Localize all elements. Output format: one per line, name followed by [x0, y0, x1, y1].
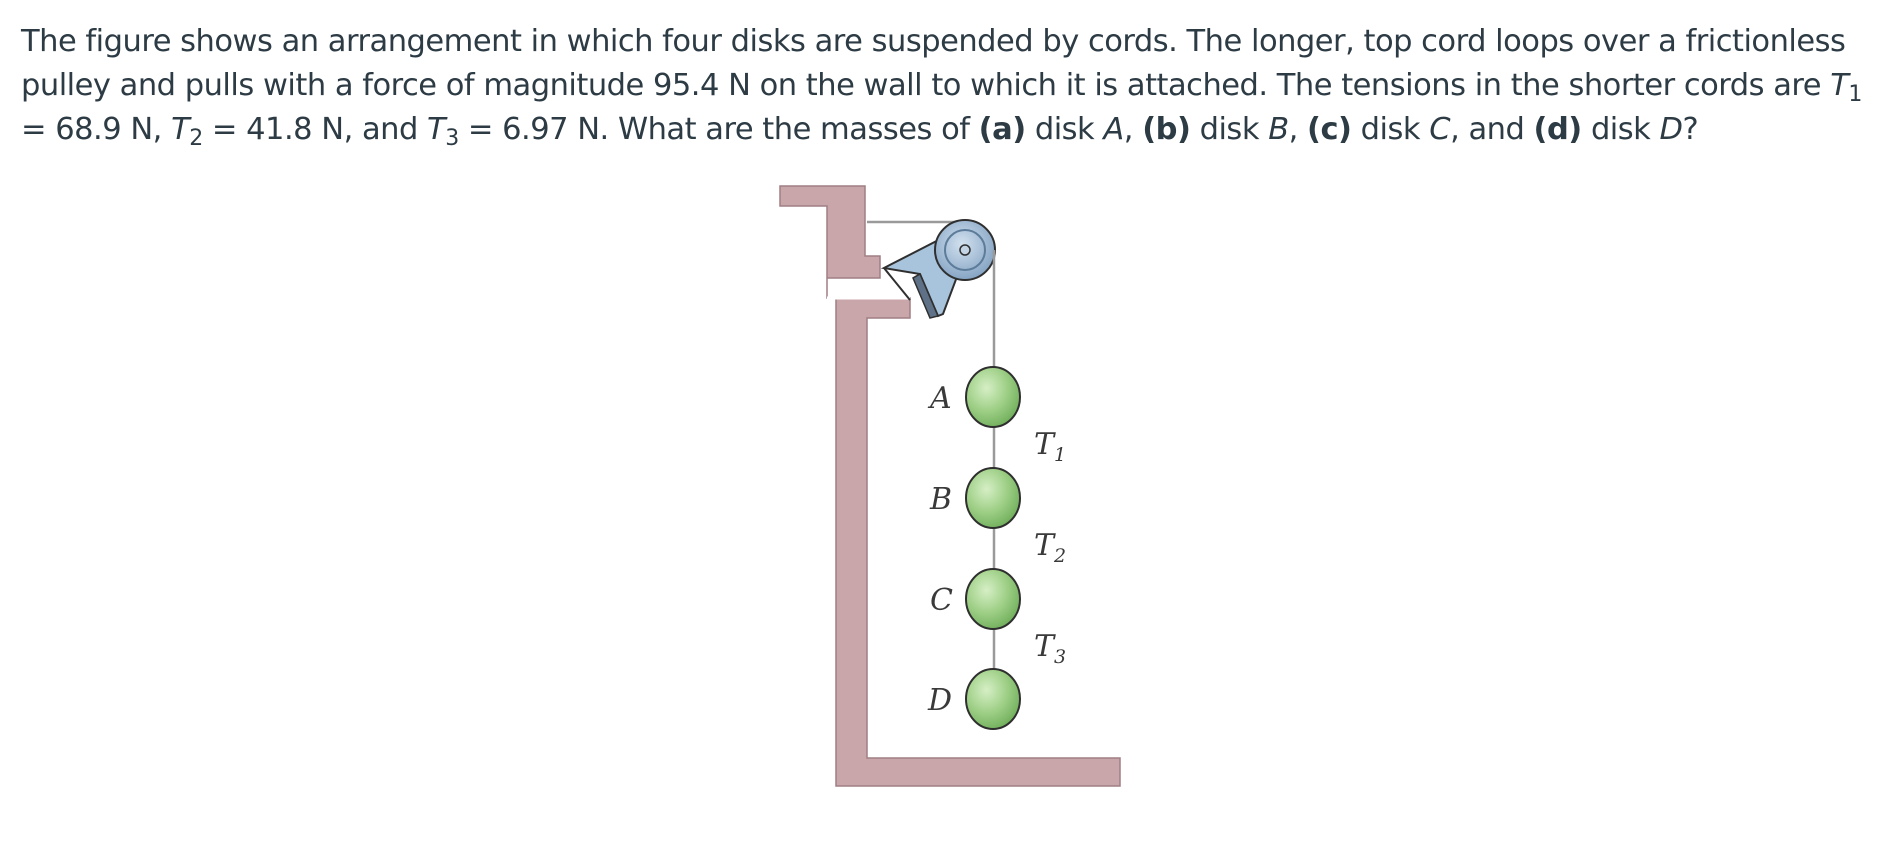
- tension-2-subscript: 2: [189, 126, 203, 151]
- tension-3-subscript: 3: [445, 126, 459, 151]
- tension-2-value: = 41.8 N, and: [202, 112, 428, 147]
- pulley-bracket-shadow: [912, 272, 940, 319]
- tension-label-2: T2: [1034, 528, 1066, 567]
- part-d-tag: (d): [1533, 112, 1583, 147]
- part-b-text: disk: [1190, 112, 1269, 147]
- part-b-separator: ,: [1288, 112, 1308, 147]
- tension-label-3: T3: [1034, 629, 1066, 668]
- part-a-variable: A: [1103, 112, 1124, 147]
- problem-statement: The figure shows an arrangement in which…: [21, 20, 1871, 152]
- part-c-variable: C: [1429, 112, 1451, 147]
- part-c-tag: (c): [1307, 112, 1352, 147]
- part-a-tag: (a): [978, 112, 1026, 147]
- tension-label-2-symbol: T: [1034, 528, 1056, 563]
- problem-intro: The figure shows an arrangement in which…: [21, 24, 1846, 103]
- tension-2-symbol: T: [171, 112, 190, 147]
- disks-group: [965, 366, 1021, 730]
- part-a-separator: ,: [1123, 112, 1143, 147]
- tension-label-1-subscript: 1: [1054, 444, 1066, 466]
- tension-label-3-subscript: 3: [1054, 646, 1066, 668]
- disk-b: [965, 467, 1021, 529]
- part-b-variable: B: [1268, 112, 1289, 147]
- tension-label-1-symbol: T: [1034, 427, 1056, 462]
- part-b-tag: (b): [1142, 112, 1191, 147]
- problem-end: ?: [1682, 112, 1699, 147]
- tension-1-value: = 68.9 N,: [21, 112, 172, 147]
- pulley-icon: [934, 219, 996, 281]
- part-d-text: disk: [1581, 112, 1660, 147]
- tension-3-symbol: T: [427, 112, 446, 147]
- part-a-text: disk: [1025, 112, 1104, 147]
- pulley-disks-figure: A B C D T1 T2 T3: [770, 178, 1140, 802]
- disk-label-d: D: [927, 683, 952, 718]
- disk-label-b: B: [929, 482, 952, 517]
- figure-svg: A B C D T1 T2 T3: [779, 185, 1121, 787]
- tension-1-symbol: T: [1830, 68, 1849, 103]
- disk-label-a: A: [927, 381, 952, 416]
- tension-3-value: = 6.97 N. What are the masses of: [458, 112, 979, 147]
- pulley-bracket-brace: [883, 267, 911, 301]
- tension-label-2-subscript: 2: [1053, 545, 1066, 567]
- disk-label-c: C: [930, 583, 953, 618]
- disk-d: [965, 668, 1021, 730]
- tension-1-subscript: 1: [1848, 82, 1862, 107]
- tension-label-3-symbol: T: [1034, 629, 1056, 664]
- disk-c: [965, 568, 1021, 630]
- tension-label-1: T1: [1034, 427, 1066, 466]
- part-c-text: disk: [1351, 112, 1430, 147]
- disk-a: [965, 366, 1021, 428]
- part-d-variable: D: [1659, 112, 1684, 147]
- part-c-separator: , and: [1450, 112, 1534, 147]
